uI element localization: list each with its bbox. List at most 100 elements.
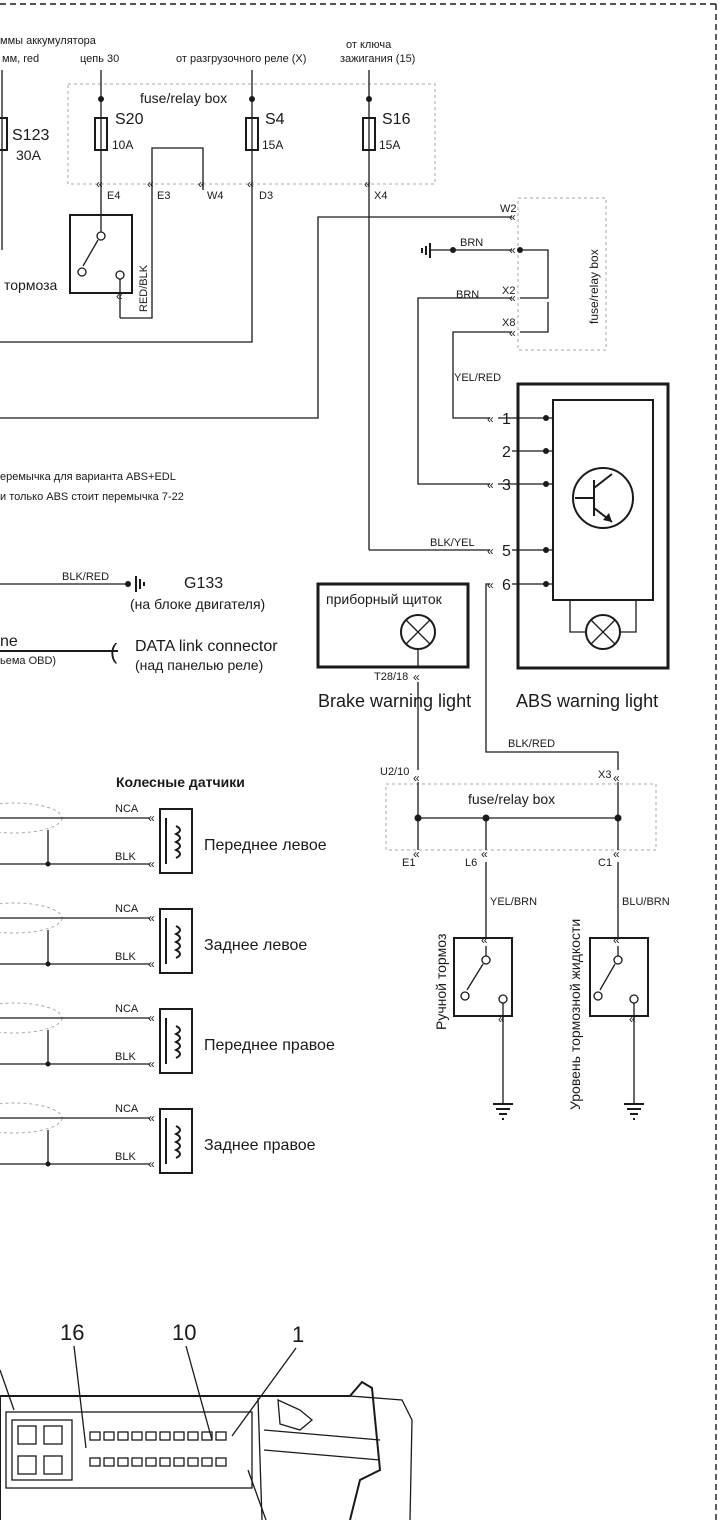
leader-line (185, 1345, 213, 1441)
sensor-label: Переднее правое (204, 1037, 335, 1054)
chevron: « (413, 771, 420, 785)
pin-d3: D3 (259, 190, 273, 202)
transistor-icon (572, 467, 634, 529)
leader-line (247, 1469, 267, 1520)
shield-node (45, 1061, 51, 1067)
fuse-s20 (94, 117, 108, 151)
pin-x4: X4 (374, 190, 387, 202)
coil-icon (165, 1018, 181, 1064)
wire-d3 (0, 215, 253, 343)
pin-w2: W2 (500, 203, 517, 215)
fuse-box-bottom-title: fuse/relay box (468, 791, 555, 807)
relay-source-label: от разгрузочного реле (X) (176, 53, 306, 65)
chevron: « (148, 1111, 155, 1125)
g133-label: G133 (184, 575, 223, 592)
instrument-cluster: приборный щиток T28/18 « (316, 582, 470, 770)
chevron: « (487, 578, 494, 592)
chevron: « (629, 1012, 636, 1026)
sensor-wire-nca-label: NCA (115, 803, 139, 815)
wheel-sensor-front-left: NCA BLK « « Переднее левое (0, 802, 327, 874)
chevron: « (498, 1012, 505, 1026)
lamp-cross (405, 619, 431, 645)
switch-contact (115, 270, 125, 280)
fluid-level-label: Уровень тормозной жидкости (567, 919, 583, 1110)
fuse-box-right-outline (517, 197, 607, 351)
switch-contact (629, 994, 639, 1004)
transistor-arrow (603, 513, 612, 522)
pin-node (543, 581, 549, 587)
pin-x8: X8 (502, 317, 515, 329)
abs-pin-2: 2 (502, 444, 511, 461)
wire-blu-brn-label: BLU/BRN (622, 896, 670, 908)
dashboard-pin: T28/18 (374, 671, 408, 683)
jumper-x8 (520, 302, 549, 333)
brake-warning-light-label: Brake warning light (318, 691, 471, 711)
fuse-s4 (245, 117, 259, 151)
ground-node (450, 247, 456, 253)
wire-blk-yel-label: BLK/YEL (430, 537, 475, 549)
switch-contact (77, 267, 87, 277)
data-link-sub-label: (над панелью реле) (135, 657, 263, 673)
chevron: « (198, 177, 205, 191)
wire-brn-label-1: BRN (460, 237, 483, 249)
fuse-s16-id: S16 (382, 111, 411, 128)
abs-control-unit: « « « « 1 2 3 5 6 (487, 382, 670, 670)
chevron: « (481, 933, 488, 947)
chevron: « (509, 210, 516, 224)
handbrake-switch-box (453, 937, 513, 1017)
fuse-box-top: fuse/relay box S123 30A S20 10A S4 15A S… (0, 70, 436, 550)
leader-line (231, 1347, 297, 1437)
chevron: « (148, 1157, 155, 1171)
wire-yel-red (452, 331, 512, 419)
connector-pins-row-2 (89, 1457, 227, 1467)
connector-edge (263, 1449, 381, 1461)
connector-large-cavities (17, 1425, 63, 1475)
chevron: « (116, 289, 123, 303)
pin-x2: X2 (502, 285, 515, 297)
chevron: « (481, 847, 488, 861)
chevron: « (509, 291, 516, 305)
wheel-sensors-title: Колесные датчики (116, 774, 245, 790)
battery-sub-label: мм, red (2, 53, 39, 65)
chevron: « (509, 326, 516, 340)
jumper-node (517, 247, 523, 253)
data-link-connector: ne ьема OBD) ( DATA link connector (над … (0, 633, 278, 673)
abs-pin-5: 5 (502, 543, 511, 560)
circuit30-label: цепь 30 (80, 53, 119, 65)
fuse-box-top-title: fuse/relay box (140, 90, 227, 106)
lamp-cross (590, 619, 616, 645)
chevron: « (148, 1011, 155, 1025)
connector-cavity-block (11, 1419, 73, 1481)
chevron: « (509, 243, 516, 257)
pin-node (543, 448, 549, 454)
dashboard-box (316, 582, 470, 669)
fuse-s16 (362, 117, 376, 151)
abs-unit-outline (516, 382, 670, 670)
fuse-s123 (0, 117, 8, 151)
coil-icon (165, 818, 181, 864)
sensor-wire-nca-label: NCA (115, 1103, 139, 1115)
wheel-sensor-front-right: NCA BLK « « Переднее правое (0, 1002, 335, 1074)
chevron: « (613, 771, 620, 785)
chevron: « (96, 177, 103, 191)
fuse-box-bottom: fuse/relay box U2/10 X3 « « « « « E1 L6 … (380, 766, 657, 869)
battery-label: ммы аккумулятора (0, 35, 97, 47)
jumper-e3-w4 (151, 147, 204, 190)
ecu-connector-drawing: 16 10 1 (0, 1320, 413, 1520)
chevron: « (613, 847, 620, 861)
fuse-box-right-title: fuse/relay box (587, 249, 601, 324)
sensor-wire-nca-label: NCA (115, 903, 139, 915)
chevron: « (247, 177, 254, 191)
sensor-wire-blk-label: BLK (115, 851, 136, 863)
fuse-box-bottom-outline (385, 783, 657, 851)
abs-lamp-icon (585, 614, 621, 650)
fuse-s4-rating: 15A (262, 138, 283, 152)
switch-contact (481, 955, 491, 965)
sensor-body (159, 808, 193, 874)
connector-rib (257, 1397, 263, 1520)
chevron: « (148, 1057, 155, 1071)
sensor-label: Переднее левое (204, 837, 327, 854)
sensor-body (159, 1108, 193, 1174)
connector-pin-label: 10 (172, 1320, 196, 1345)
